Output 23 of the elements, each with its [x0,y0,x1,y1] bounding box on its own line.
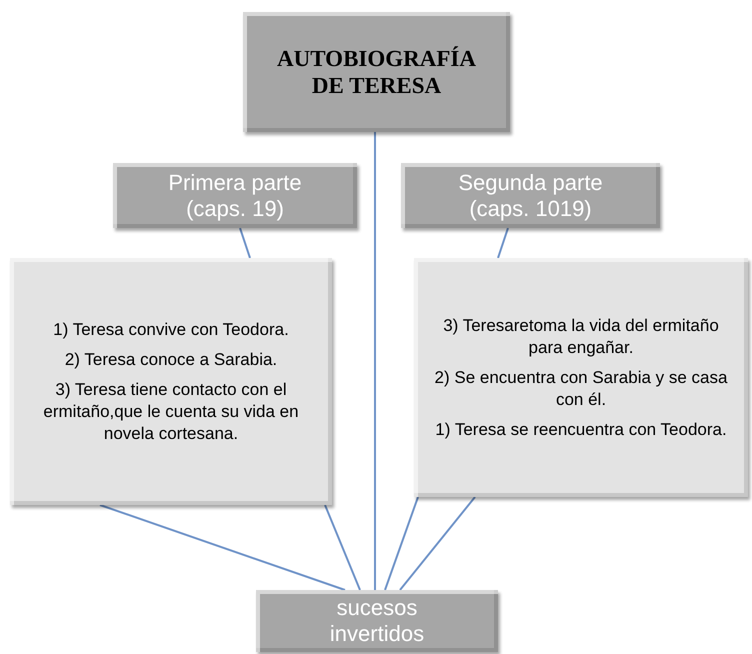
heading-box [243,12,510,132]
heading-text: Segunda parte (caps. 1019) [457,170,604,222]
heading-box [256,590,498,652]
heading-box [113,163,357,228]
event-text: 1) Teresa convive con Teodora. [53,318,289,340]
event-box [414,258,748,497]
connector-line [239,228,251,258]
connector-line [374,132,376,590]
connector-line [399,496,476,591]
event-text: 1) Teresa se reencuentra con Teodora. [435,418,727,440]
connector-line [324,504,361,590]
heading-text: AUTOBIOGRAFÍA DE TERESA [276,45,477,99]
heading-text: sucesos invertidos [328,595,426,647]
connector-line [100,504,346,591]
event-text: 2) Se encuentra con Sarabia y se casa con él. [434,366,728,410]
connector-line [384,496,419,590]
event-text: 3) Teresaretoma la vida del ermitaño para engañar. [442,314,720,358]
event-box [10,258,332,505]
event-text: 2) Teresa conoce a Sarabia. [64,348,278,370]
event-text: 3) Teresa tiene contacto con el ermitaño,que le cuenta su vida en novela cortesana. [42,378,300,444]
heading-text: Primera parte (caps. 19) [167,170,303,222]
connector-line [497,228,509,258]
heading-box [401,163,660,228]
